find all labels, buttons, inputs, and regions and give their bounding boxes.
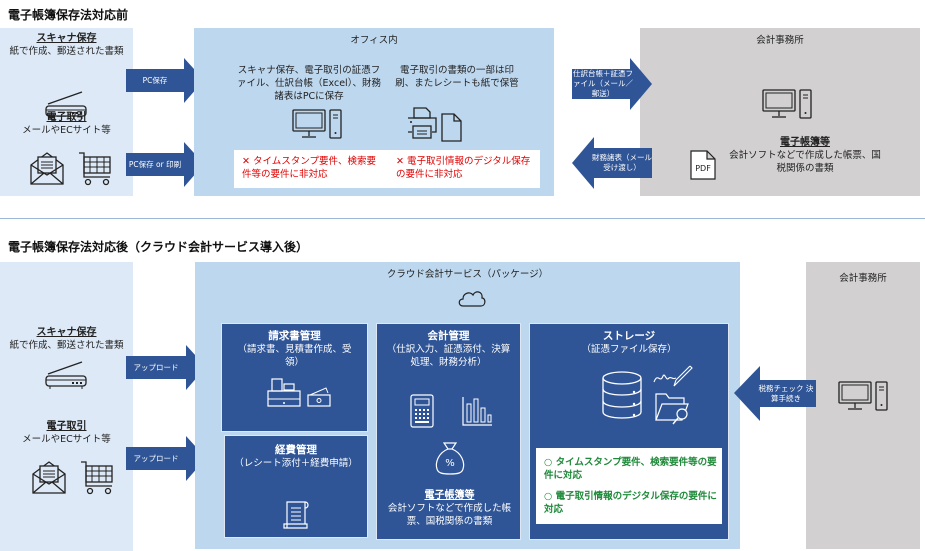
signature-pen-icon bbox=[653, 365, 693, 387]
folder-search-icon bbox=[655, 393, 689, 425]
after-accountant-pc-icon bbox=[838, 381, 888, 411]
arrow-pc-save-or-print: PC保存 or 印刷 bbox=[126, 142, 204, 187]
before-accountant-desc: 会計ソフトなどで作成した帳票、国税関係の書類 bbox=[729, 150, 881, 174]
ecommerce-heading: 電子取引 bbox=[46, 112, 87, 123]
accounting-sub-heading: 電子帳簿等 bbox=[424, 490, 475, 501]
accounting-sub-desc: 会計ソフトなどで作成した帳票、国税関係の書類 bbox=[387, 503, 512, 527]
cloud-service-panel: クラウド会計サービス（パッケージ） 請求書管理 （請求書、見積書作成、受領） 経… bbox=[195, 262, 740, 549]
database-icon bbox=[602, 371, 642, 419]
shopping-cart-icon bbox=[79, 152, 111, 186]
after-ecommerce-desc: メールやECサイト等 bbox=[22, 434, 111, 445]
invoice-desc: （請求書、見積書作成、受領） bbox=[237, 344, 352, 368]
after-ecommerce-heading: 電子取引 bbox=[46, 421, 87, 432]
cloud-service-title: クラウド会計サービス（パッケージ） bbox=[386, 269, 549, 280]
receipt-icon bbox=[283, 501, 309, 529]
arrow-statements-back: 財務諸表（メール受け渡し） bbox=[572, 137, 652, 189]
after-sources-panel: スキャナ保存 紙で作成、郵送された書類 電子取引 メールやECサイト等 bbox=[0, 262, 133, 551]
storage-heading: ストレージ bbox=[602, 330, 656, 342]
storage-box: ストレージ （証憑ファイル保存） ○ タイムスタンプ要件、検索要件等の要件に対応… bbox=[529, 323, 729, 540]
svg-text:%: % bbox=[445, 458, 455, 469]
before-sources-panel: スキャナ保存 紙で作成、郵送された書類 電子取引 メールやECサイト等 bbox=[0, 28, 133, 196]
accounting-management-box: 会計管理 （仕訳入力、証憑添付、決算処理、財務分析） % 電子帳簿等 会計ソフト… bbox=[376, 323, 521, 540]
after-scanner-heading: スキャナ保存 bbox=[36, 327, 97, 338]
desktop-pc-icon bbox=[292, 109, 342, 139]
arrow-upload-2-label: アップロード bbox=[133, 453, 179, 463]
storage-desc: （証憑ファイル保存） bbox=[581, 344, 677, 355]
after-shopping-cart-icon bbox=[81, 461, 113, 495]
pdf-file-icon: PDF bbox=[690, 150, 716, 180]
scanner-heading: スキャナ保存 bbox=[36, 33, 97, 44]
email-icon bbox=[30, 152, 64, 185]
expense-management-box: 経費管理 （レシート添付＋経費申請） bbox=[224, 435, 368, 538]
scanner-desc: 紙で作成、郵送された書類 bbox=[9, 46, 124, 57]
office-panel: オフィス内 スキャナ保存、電子取引の証憑ファイル、仕訳台帳（Excel）、財務諸… bbox=[194, 28, 554, 196]
invoice-management-box: 請求書管理 （請求書、見積書作成、受領） bbox=[221, 323, 368, 432]
arrow-pc-save: PC保存 bbox=[126, 58, 204, 103]
before-accountant-panel: 会計事務所 電子帳簿等 会計ソフトなどで作成した帳票、国税関係の書類 PDF bbox=[640, 28, 920, 196]
accounting-desc: （仕訳入力、証憑添付、決算処理、財務分析） bbox=[386, 344, 511, 368]
arrow-ledger-label: 仕訳台帳＋証憑ファイル（メール／郵送） bbox=[573, 69, 633, 98]
scanner-icon bbox=[45, 91, 87, 119]
office-title: オフィス内 bbox=[350, 35, 398, 46]
accountant-pc-icon bbox=[762, 89, 812, 119]
after-section-title: 電子帳簿保存法対応後（クラウド会計サービス導入後） bbox=[8, 240, 309, 254]
cash-register-and-money-icon bbox=[267, 378, 331, 407]
arrow-pc-save-label: PC保存 bbox=[142, 75, 168, 85]
cloud-icon bbox=[458, 291, 486, 307]
bar-chart-icon bbox=[462, 397, 492, 426]
invoice-heading: 請求書管理 bbox=[268, 330, 321, 342]
printer-and-document-icon bbox=[408, 107, 462, 142]
arrow-statements-label: 財務諸表（メール受け渡し） bbox=[592, 153, 652, 172]
expense-heading: 経費管理 bbox=[275, 444, 317, 456]
section-divider bbox=[0, 218, 925, 219]
before-section-title: 電子帳簿保存法対応前 bbox=[8, 8, 129, 22]
after-email-icon bbox=[32, 461, 66, 494]
office-right-text: 電子取引の書類の一部は印刷、またレシートも紙で保管 bbox=[395, 65, 519, 89]
after-scanner-icon bbox=[45, 361, 87, 389]
calculator-icon bbox=[410, 394, 434, 428]
arrow-ledger-to-accountant: 仕訳台帳＋証憑ファイル（メール／郵送） bbox=[572, 58, 652, 110]
office-left-text: スキャナ保存、電子取引の証憑ファイル、仕訳台帳（Excel）、財務諸表はPCに保… bbox=[237, 65, 381, 102]
ecommerce-desc: メールやECサイト等 bbox=[22, 125, 111, 136]
expense-desc: （レシート添付＋経費申請） bbox=[234, 458, 358, 469]
office-issues-box: ✕ タイムスタンプ要件、検索要件等の要件に非対応 ✕ 電子取引情報のデジタル保存… bbox=[234, 150, 540, 188]
storage-compliance-box: ○ タイムスタンプ要件、検索要件等の要件に対応 ○ 電子取引情報のデジタル保存の… bbox=[536, 448, 722, 524]
before-accountant-title: 会計事務所 bbox=[756, 35, 804, 46]
arrow-tax-check: 税務チェック 決算手続き bbox=[734, 366, 816, 421]
issue-digital-storage: ✕ 電子取引情報のデジタル保存の要件に非対応 bbox=[396, 156, 531, 180]
accounting-heading: 会計管理 bbox=[427, 330, 470, 342]
pdf-label: PDF bbox=[695, 164, 711, 173]
arrow-upload-1: アップロード bbox=[126, 345, 206, 390]
after-accountant-panel: 会計事務所 bbox=[806, 262, 920, 549]
issue-timestamp: ✕ タイムスタンプ要件、検索要件等の要件に非対応 bbox=[242, 156, 377, 180]
after-accountant-title: 会計事務所 bbox=[839, 273, 887, 284]
compliance-timestamp: ○ タイムスタンプ要件、検索要件等の要件に対応 bbox=[544, 457, 717, 481]
after-scanner-desc: 紙で作成、郵送された書類 bbox=[9, 340, 124, 351]
money-bag-percent-icon: % bbox=[435, 442, 465, 475]
arrow-upload-2: アップロード bbox=[126, 436, 206, 481]
arrow-pc-save-or-print-label: PC保存 or 印刷 bbox=[128, 159, 182, 169]
arrow-upload-1-label: アップロード bbox=[133, 362, 179, 372]
before-accountant-heading: 電子帳簿等 bbox=[780, 137, 830, 148]
arrow-tax-check-label: 税務チェック 決算手続き bbox=[758, 383, 814, 403]
compliance-digital-storage: ○ 電子取引情報のデジタル保存の要件に対応 bbox=[544, 491, 717, 515]
